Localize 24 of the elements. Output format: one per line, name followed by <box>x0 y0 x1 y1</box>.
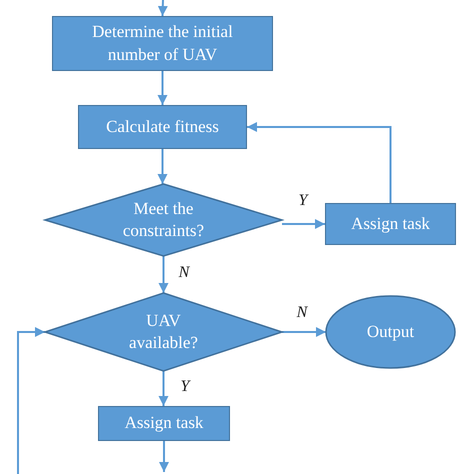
node-text: Assign task <box>124 412 204 434</box>
terminal-ellipse <box>326 296 455 368</box>
process-box <box>78 105 247 149</box>
node-text: Assign task <box>351 212 430 235</box>
node-text: Meet the constraints? <box>122 198 206 242</box>
arrow <box>282 327 326 337</box>
arrow <box>159 441 169 472</box>
arrow <box>17 327 45 474</box>
process-box <box>98 406 230 441</box>
arrow <box>247 122 392 203</box>
arrow <box>158 371 168 406</box>
node-text: UAV available? <box>128 310 199 354</box>
node-text: Calculate fitness <box>106 116 219 138</box>
decision-diamond <box>45 293 282 371</box>
node-text: Determine the initial number of UAV <box>91 21 234 66</box>
process-box <box>52 16 273 71</box>
process-box <box>325 203 456 245</box>
node-text: Output <box>366 320 414 343</box>
arrow <box>282 219 325 229</box>
arrow <box>158 71 168 105</box>
arrow <box>158 0 168 16</box>
arrow <box>158 256 168 293</box>
decision-diamond <box>45 184 282 256</box>
arrow <box>158 149 168 184</box>
